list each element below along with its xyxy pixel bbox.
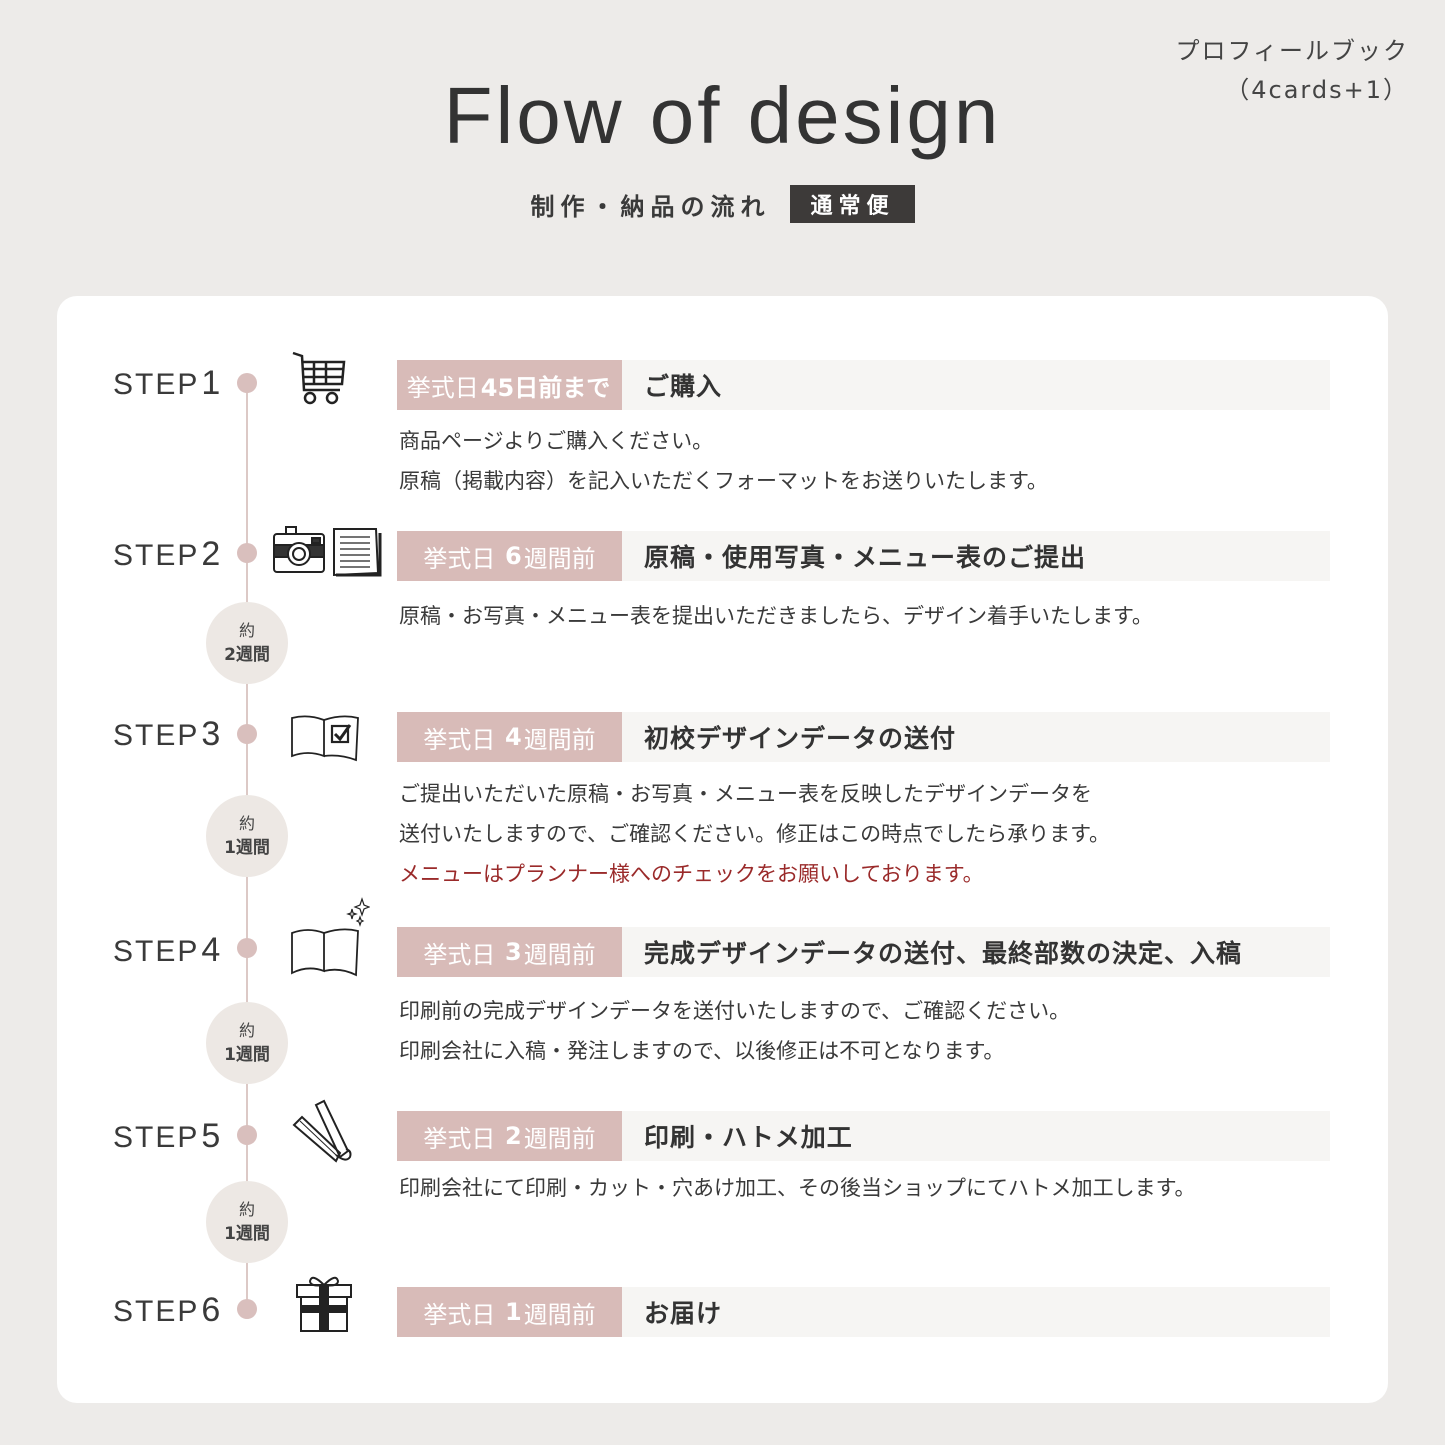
eyelet-punch-icon	[292, 1099, 352, 1163]
step-2-description: 原稿・お写真・メニュー表を提出いただきましたら、デザイン着手いたします。	[399, 604, 1153, 628]
step-4-title: 完成デザインデータの送付、最終部数の決定、入稿	[644, 939, 1243, 968]
step-5-title: 印刷・ハトメ加工	[644, 1123, 853, 1152]
page-title: Flow of design	[443, 71, 1002, 160]
step-1-title: ご購入	[644, 372, 723, 401]
timeline-dot	[237, 1299, 257, 1319]
step-3-description: ご提出いただいた原稿・お写真・メニュー表を反映したデザインデータを 送付いたしま…	[399, 774, 1110, 894]
step-3-warning: メニューはプランナー様へのチェックをお願いしております。	[399, 862, 984, 886]
step-5-label: STEP5	[113, 1117, 223, 1155]
step-2-label: STEP2	[113, 535, 223, 573]
step-4-description: 印刷前の完成デザインデータを送付いたしますので、ご確認ください。 印刷会社に入稿…	[399, 999, 1071, 1063]
camera-and-document-icon	[273, 526, 382, 577]
shipping-type-badge: 通常便	[790, 185, 915, 223]
step-6-title: お届け	[644, 1299, 723, 1328]
timeline-dot	[237, 373, 257, 393]
book-check-icon	[291, 715, 359, 762]
subtitle: 制作・納品の流れ	[530, 192, 771, 221]
step-4-label: STEP4	[113, 931, 223, 969]
subtitle-row: 制作・納品の流れ 通常便	[0, 185, 1445, 223]
step-1-description: 商品ページよりご購入ください。 原稿（掲載内容）を記入いただくフォーマットをお送…	[399, 429, 1048, 493]
timeline-dot	[237, 938, 257, 958]
shopping-cart-icon	[292, 351, 346, 405]
timeline-dot	[237, 543, 257, 563]
product-name-line1: プロフィールブック	[1175, 37, 1409, 65]
step-6-label: STEP6	[113, 1291, 223, 1329]
timeline-dot	[237, 1125, 257, 1145]
timeline-dot	[237, 724, 257, 744]
step-3-label: STEP3	[113, 715, 223, 753]
step-2-title: 原稿・使用写真・メニュー表のご提出	[644, 543, 1087, 572]
product-name: プロフィールブック （4cards+1）	[1175, 32, 1409, 110]
gift-box-icon	[296, 1276, 352, 1332]
open-book-sparkle-icon	[291, 897, 370, 977]
step-5-description: 印刷会社にて印刷・カット・穴あけ加工、その後当ショップにてハトメ加工します。	[399, 1176, 1196, 1200]
step-3-title: 初校デザインデータの送付	[644, 724, 957, 753]
step-1-label: STEP1	[113, 364, 223, 402]
product-name-line2: （4cards+1）	[1225, 76, 1409, 104]
